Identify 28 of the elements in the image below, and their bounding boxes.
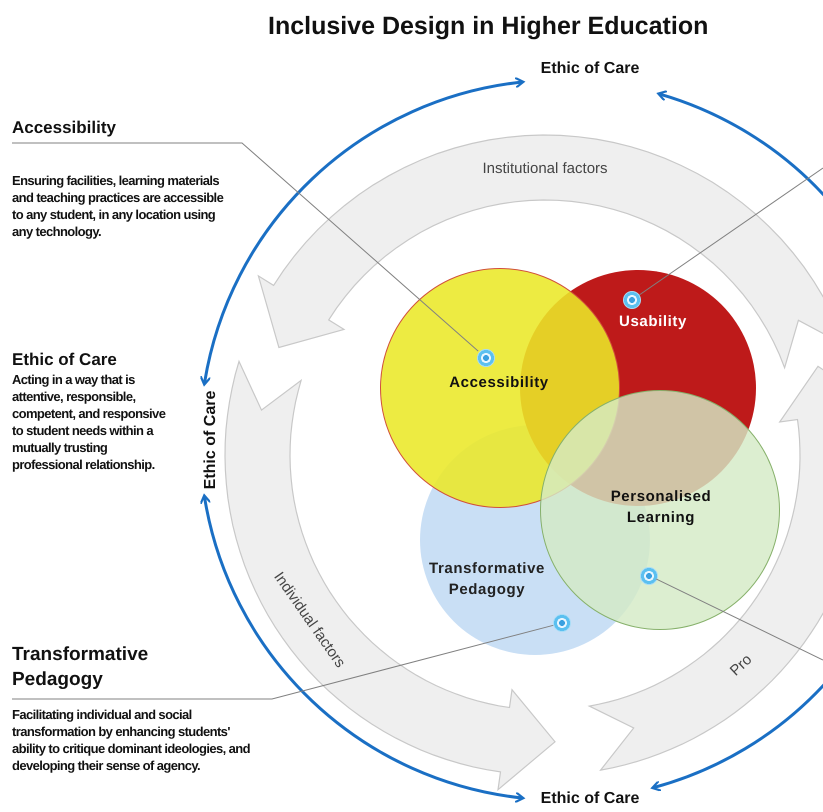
curved-arrow bbox=[200, 77, 524, 386]
description-text: Ensuring facilities, learning materials and teaching practices are accessible to any student, in any location using any technology. bbox=[12, 172, 224, 240]
band-label: Pro bbox=[726, 651, 756, 680]
section-heading: Transformative Pedagogy bbox=[12, 643, 150, 692]
leader-line bbox=[638, 168, 823, 296]
marker-dot bbox=[553, 614, 571, 632]
leader-line bbox=[12, 142, 479, 352]
curved-arrow-band bbox=[257, 134, 823, 370]
section-heading: Accessibility bbox=[12, 117, 117, 139]
band-label: Institutional factors bbox=[482, 160, 608, 177]
leader-line bbox=[12, 624, 554, 700]
description-text: Facilitating individual and social transformation by enhancing students' ability to critique dominant ideologies, and developing their sense of agency. bbox=[12, 706, 251, 774]
cycle-label: Ethic of Care bbox=[522, 788, 658, 810]
diagram-title: Inclusive Design in Higher Education bbox=[268, 12, 708, 41]
circle-label: Usability bbox=[618, 312, 688, 332]
cycle-label: Ethic of Care bbox=[200, 380, 222, 500]
marker-dot bbox=[477, 349, 495, 367]
section-heading: Ethic of Care bbox=[12, 349, 118, 371]
marker-dot bbox=[623, 291, 641, 309]
marker-dot bbox=[640, 567, 658, 585]
circle-label: Personalised Learning bbox=[610, 487, 712, 528]
leader-line bbox=[656, 578, 823, 660]
curved-arrow-band bbox=[587, 365, 823, 771]
circle-label: Accessibility bbox=[448, 373, 550, 393]
circle-label: Transformative Pedagogy bbox=[428, 559, 546, 600]
cycle-label: Ethic of Care bbox=[522, 58, 658, 82]
description-text: Acting in a way that is attentive, responsible, competent, and responsive to student needs within a mutually trusting professional relationship. bbox=[12, 371, 166, 473]
curved-arrow bbox=[200, 494, 524, 803]
